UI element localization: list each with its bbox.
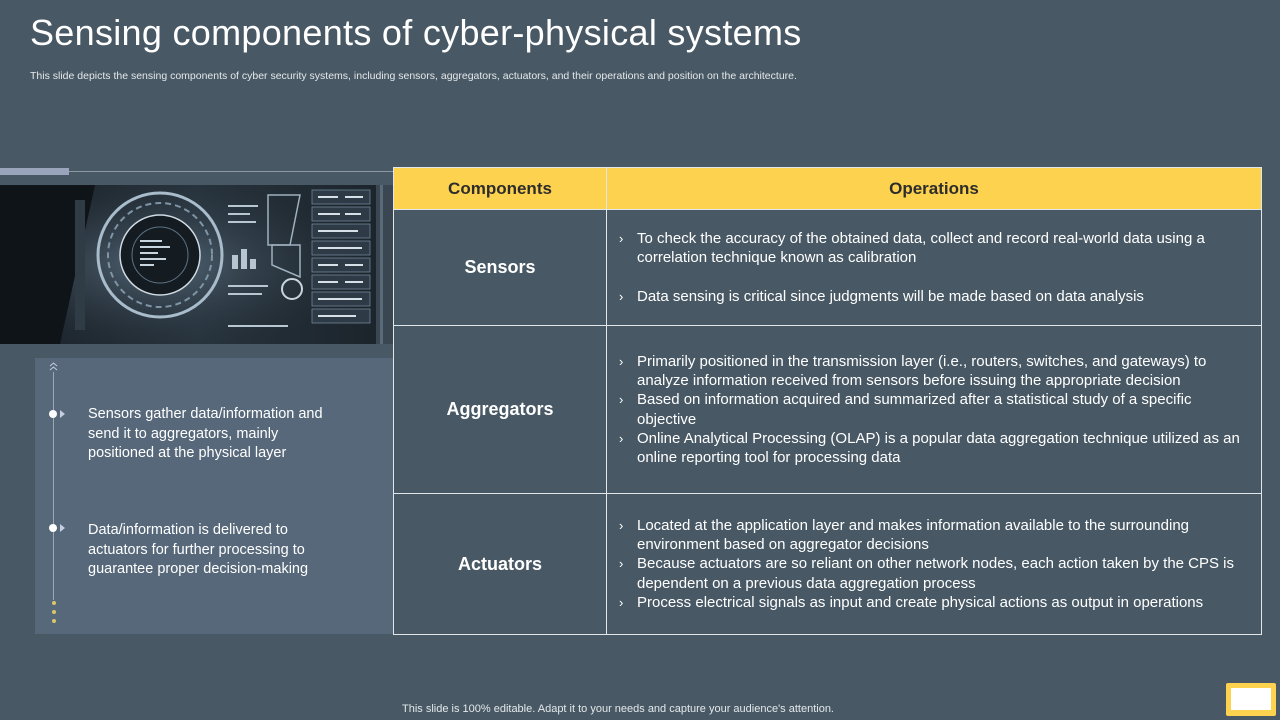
actuator-note: Data/information is delivered to actuato… — [88, 522, 309, 577]
timeline-dot-icon — [49, 524, 57, 532]
operations-cell: › Primarily positioned in the transmissi… — [606, 325, 1262, 494]
chevron-right-icon: › — [619, 231, 624, 247]
operations-header: Operations — [606, 167, 1262, 210]
corner-decoration — [1226, 683, 1276, 716]
table-row: Aggregators › Primarily positioned in th… — [393, 325, 1262, 494]
chevron-right-icon: › — [619, 430, 624, 446]
double-chevron-up-icon — [49, 362, 58, 371]
operation-item: › Primarily positioned in the transmissi… — [619, 352, 1207, 390]
timeline-dot-icon — [49, 410, 57, 418]
hud-interface-image — [0, 185, 393, 344]
chevron-right-icon: › — [619, 517, 624, 533]
component-cell: Aggregators — [393, 325, 607, 494]
chevron-right-icon: › — [619, 594, 624, 610]
timeline-pointer-icon — [60, 524, 65, 532]
chevron-right-icon: › — [619, 556, 624, 572]
accent-bar — [0, 168, 69, 175]
operation-item: › Based on information acquired and summ… — [619, 391, 1192, 428]
timeline-end-dot-icon — [52, 601, 56, 605]
operation-item: › To check the accuracy of the obtained … — [619, 230, 1205, 267]
operations-cell: › To check the accuracy of the obtained … — [606, 209, 1262, 326]
operation-item: › Because actuators are so reliant on ot… — [619, 555, 1235, 592]
chevron-right-icon: › — [619, 288, 624, 304]
sensor-note: Sensors gather data/information and send… — [88, 406, 323, 461]
table-header-row: Components Operations — [393, 167, 1262, 210]
chevron-right-icon: › — [619, 392, 624, 408]
components-header: Components — [393, 167, 607, 210]
slide-title: Sensing components of cyber-physical sys… — [30, 12, 802, 53]
slide-subtitle: This slide depicts the sensing component… — [30, 70, 797, 82]
chevron-right-icon: › — [619, 353, 624, 369]
component-cell: Sensors — [393, 209, 607, 326]
timeline-end-dot-icon — [52, 610, 56, 614]
operation-item: › Located at the application layer and m… — [619, 516, 1190, 554]
summary-panel — [35, 358, 393, 634]
timeline-line — [53, 372, 54, 600]
footer-note: This slide is 100% editable. Adapt it to… — [402, 703, 834, 715]
timeline-pointer-icon — [60, 410, 65, 418]
accent-line — [69, 171, 393, 172]
operation-item: › Online Analytical Processing (OLAP) is… — [619, 429, 1240, 466]
operation-item: › Process electrical signals as input an… — [619, 593, 1204, 611]
operation-item: › Data sensing is critical since judgmen… — [619, 287, 1144, 305]
table-row: Actuators › Located at the application l… — [393, 493, 1262, 635]
component-cell: Actuators — [393, 493, 607, 635]
table-row: Sensors › To check the accuracy of the o… — [393, 209, 1262, 326]
timeline-end-dot-icon — [52, 619, 56, 623]
operations-cell: › Located at the application layer and m… — [606, 493, 1262, 635]
components-table: Components Operations Sensors › To check… — [393, 167, 1262, 635]
